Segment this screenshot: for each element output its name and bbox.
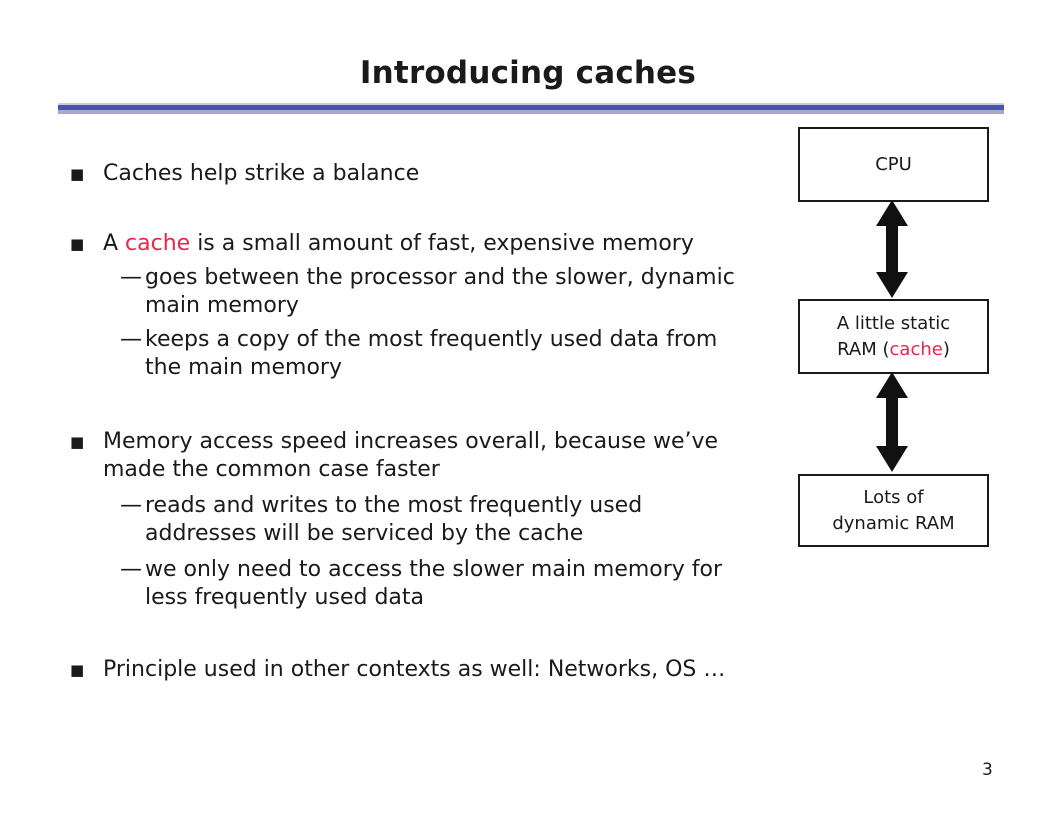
bullet-text: Caches help strike a balance xyxy=(103,161,420,186)
bullet-text-part: is a small amount of fast, expensive mem… xyxy=(190,231,694,256)
bullet-text: Memory access speed increases overall, b… xyxy=(103,429,719,482)
dash-bullet-icon: — xyxy=(120,265,142,290)
dram-label-line: Lots of xyxy=(863,486,924,508)
cache-term: cache xyxy=(889,338,943,360)
dash-bullet-icon: — xyxy=(120,557,142,582)
bullet-text: Principle used in other contexts as well… xyxy=(103,657,726,682)
cache-label-line: RAM (cache) xyxy=(837,337,950,363)
page-number: 3 xyxy=(982,760,993,780)
cache-term: cache xyxy=(125,231,191,256)
sub-bullet-text: goes between the processor and the slowe… xyxy=(145,265,735,318)
cache-box: A little static RAM (cache) xyxy=(798,299,989,374)
dash-bullet-icon: — xyxy=(120,327,142,352)
cache-label-part: RAM ( xyxy=(837,338,890,360)
dash-bullet-icon: — xyxy=(120,493,142,518)
title-rule xyxy=(58,103,1004,114)
sub-bullet-text: reads and writes to the most frequently … xyxy=(145,493,643,546)
cache-dram-arrow xyxy=(876,372,908,472)
dram-box: Lots of dynamic RAM xyxy=(798,474,989,547)
cpu-box: CPU xyxy=(798,127,989,202)
bullet-text: A cache is a small amount of fast, expen… xyxy=(103,230,763,258)
cpu-label: CPU xyxy=(875,153,912,175)
dram-label: Lots of dynamic RAM xyxy=(832,485,954,537)
cache-label-part: ) xyxy=(942,338,950,360)
cache-label: A little static RAM (cache) xyxy=(837,311,950,363)
cache-label-line: A little static xyxy=(836,312,951,334)
slide-title: Introducing caches xyxy=(359,55,697,91)
sub-bullet-text: we only need to access the slower main m… xyxy=(145,557,723,610)
sub-bullet-text: keeps a copy of the most frequently used… xyxy=(145,327,718,380)
bullet-text-part: A xyxy=(103,231,126,256)
cpu-cache-arrow xyxy=(876,200,908,298)
dram-label-line: dynamic RAM xyxy=(832,512,955,534)
